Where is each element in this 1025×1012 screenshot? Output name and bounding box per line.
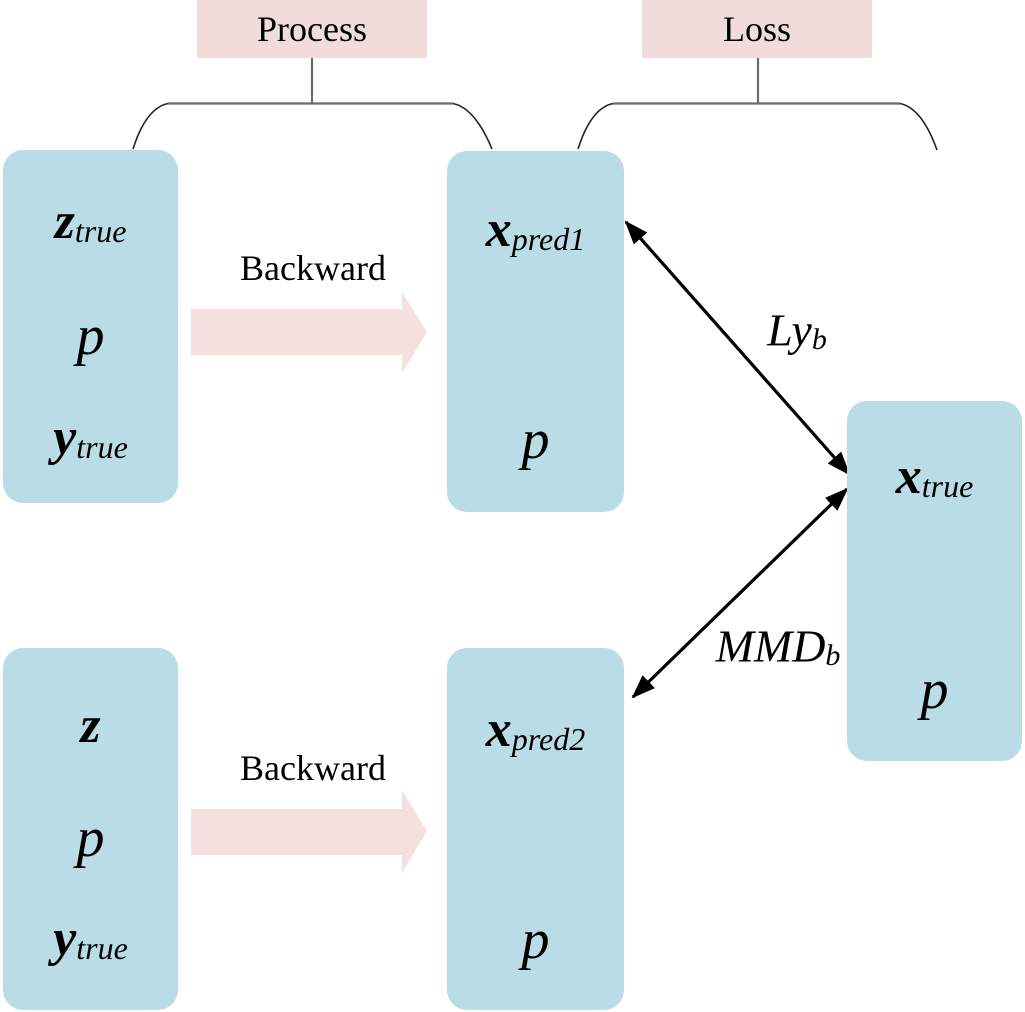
node-label-y-true: ytrue (53, 910, 128, 967)
node-box-input-bottom: z p ytrue (3, 648, 178, 1010)
backward-label-top: Backward (240, 248, 386, 288)
loss-arrow-pred2-xtrue (631, 487, 849, 699)
node-box-x-pred2: xpred2 p (447, 648, 624, 1010)
node-label-p: p (521, 909, 550, 971)
loss-arrow-pred1-xtrue (624, 220, 851, 476)
backward-arrow-top (191, 292, 427, 373)
loss-edge-label-lyb: Lyb (767, 304, 827, 357)
process-bracket-right-curve (452, 102, 493, 150)
loss-bracket-right-curve (899, 102, 938, 151)
node-label-p: p (76, 305, 105, 367)
node-label-x-true: xtrue (895, 448, 974, 505)
node-label-p: p (76, 807, 105, 869)
node-label-y-true: ytrue (53, 409, 128, 466)
loss-edge-label-mmdb: MMDb (715, 620, 841, 673)
backward-arrow-bottom (191, 790, 427, 873)
node-label-p: p (521, 409, 550, 471)
loss-header: Loss (642, 0, 872, 58)
node-box-x-true: xtrue p (847, 401, 1022, 761)
node-box-x-pred1: xpred1 p (447, 151, 624, 512)
node-label-z: z (80, 697, 101, 754)
loss-header-label: Loss (722, 9, 791, 49)
node-label-x-pred1: xpred1 (485, 201, 586, 258)
process-bracket-left-curve (132, 102, 169, 150)
node-box-input-top: ztrue p ytrue (3, 150, 178, 503)
backward-label-bottom: Backward (240, 748, 386, 788)
loss-bracket-left-curve (577, 102, 614, 150)
process-header-label: Process (257, 9, 367, 49)
node-label-p: p (920, 659, 949, 721)
node-label-x-pred2: xpred2 (485, 701, 586, 758)
process-header: Process (197, 0, 427, 58)
node-label-z-true: ztrue (54, 193, 127, 250)
